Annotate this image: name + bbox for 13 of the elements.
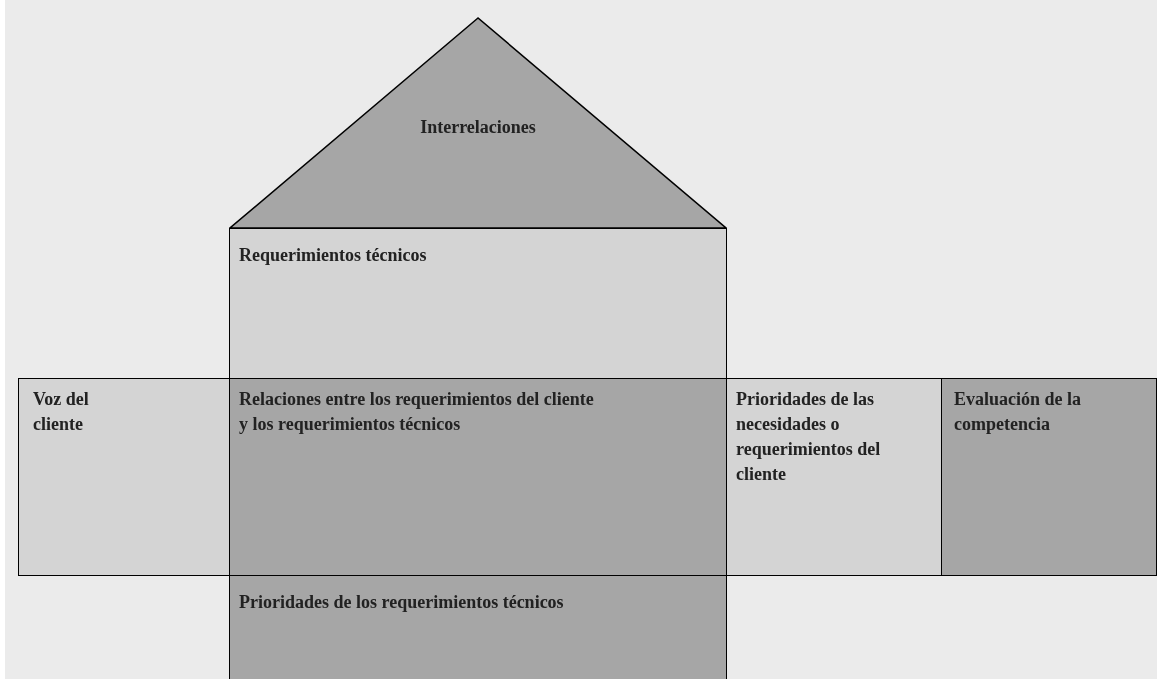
matrix-section	[726, 378, 942, 576]
matrix-section	[229, 378, 727, 576]
section-label: Voz del cliente	[33, 388, 90, 436]
section-label: Evaluación de la competencia	[954, 388, 1083, 436]
matrix-section	[941, 378, 1157, 576]
matrix-section	[229, 228, 727, 379]
section-label: Prioridades de las necesidades o requerimientos del cliente	[736, 388, 882, 486]
section-label: Relaciones entre los requerimientos del cliente y los requerimientos técnicos	[239, 388, 595, 436]
matrix-section	[18, 378, 230, 576]
section-label: Interrelaciones	[419, 116, 537, 139]
matrix-section	[229, 575, 727, 679]
section-label: Prioridades de los requerimientos técnicos	[239, 591, 565, 614]
section-label: Requerimientos técnicos	[239, 244, 428, 267]
